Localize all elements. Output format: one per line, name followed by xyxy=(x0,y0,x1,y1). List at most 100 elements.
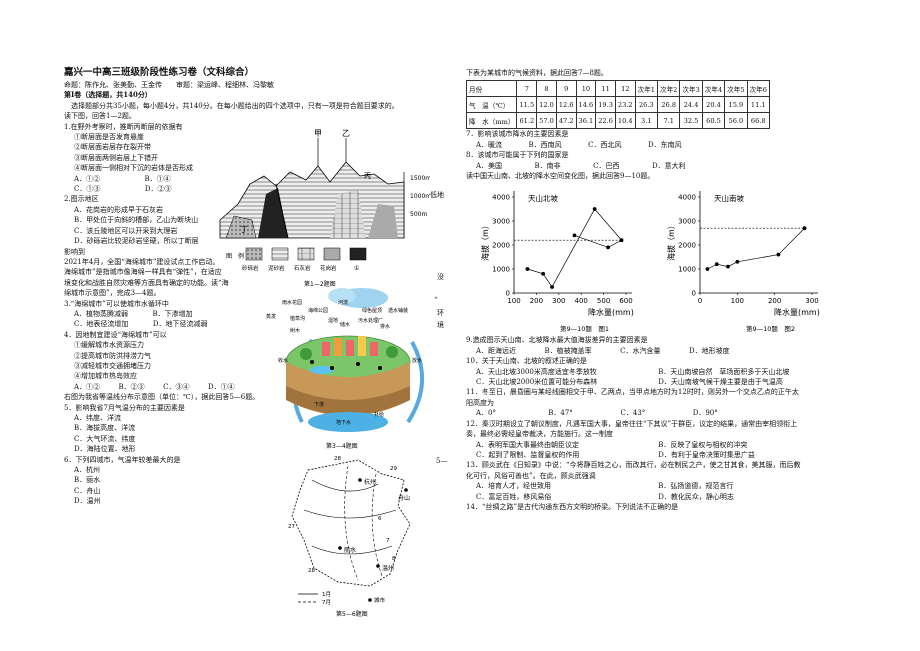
q2-option-c[interactable]: C．该丘陵地区可以开采到大理岩 xyxy=(74,226,178,235)
table-cell: 20.4 xyxy=(701,96,726,114)
q13-option-b[interactable]: B．弘扬道德，规范言行 xyxy=(658,482,734,491)
q8-option-d[interactable]: D．意大利 xyxy=(651,161,686,170)
q4-option-d[interactable]: D．①④ xyxy=(207,382,235,391)
q5-option-a[interactable]: A．纬度、洋流 xyxy=(74,414,122,422)
question-1: 1.在野外考察时，推断丙断层的依据有 xyxy=(64,122,183,131)
q5-option-c[interactable]: C．大气环流、纬度 xyxy=(74,434,136,443)
label-sponge-park: 海绵公园 xyxy=(308,307,328,314)
label-groundwater: 地下水 xyxy=(336,419,351,426)
q12-options-row2: C．起到了限制、监督皇权的作用 D．有利于皇帝决策时集思广益 xyxy=(466,450,856,460)
q10-option-d[interactable]: D．天山南坡气候干燥主要是由于气温高 xyxy=(658,378,783,387)
table-row: 月份 7 8 9 10 11 12 次年1 次年2 次年3 次年4 次年5 次年… xyxy=(465,80,770,98)
q12-option-b[interactable]: B．反映了皇权与相权的冲突 xyxy=(658,440,748,449)
chart-caption: 第9—10题 图2 xyxy=(746,324,795,333)
question-11-line1: 11．冬至日，晨昏圈与某经线圈相交于甲、乙两点，当甲点地方时为12时时，则另外一… xyxy=(466,388,799,397)
q13-option-a[interactable]: A．培育人才，经世致用 xyxy=(476,482,552,491)
q6-option-d[interactable]: D．温州 xyxy=(74,497,101,506)
legend-january: 1月 xyxy=(322,591,331,598)
q7-option-c[interactable]: C．西北风 xyxy=(588,140,622,149)
q2-option-b[interactable]: B．甲处位于向斜的槽部，乙山为断块山 xyxy=(74,216,199,225)
q6-option-b[interactable]: B．丽水 xyxy=(74,476,101,485)
q7-option-d[interactable]: D．东南风 xyxy=(647,140,682,149)
label-1000: 1000m xyxy=(410,193,430,200)
q11-option-d[interactable]: D．90° xyxy=(692,409,718,418)
q1-option-d[interactable]: D．②③ xyxy=(144,185,172,194)
q1-item: ③断层面两侧岩层上下错开 xyxy=(74,153,158,162)
question-14: 14．“丝绸之路”是古代沟通东西方文明的桥梁。下列说法不正确的是 xyxy=(466,502,679,511)
q11-option-a[interactable]: A．0° xyxy=(476,409,497,418)
question-4: 4．因地制宜建设“海绵城市”可以 xyxy=(64,330,167,339)
q4-option-a[interactable]: A．①② xyxy=(74,382,101,391)
chart-title: 天山南坡 xyxy=(714,193,744,203)
data-point xyxy=(714,262,719,267)
q10-option-a[interactable]: A．天山北坡3000米高度适宜冬季放牧 xyxy=(476,367,597,376)
q2-option-a[interactable]: A．花岗岩的形成早于石灰岩 xyxy=(74,205,164,214)
table-header-cell: 次年1 xyxy=(634,80,659,98)
q11-option-b[interactable]: B．47° xyxy=(548,409,573,418)
label-river: 河流 xyxy=(338,299,348,306)
q10-options-row2: C．天山北坡2000米位置可能分布森林 D．天山南坡气候干燥主要是由于气温高 xyxy=(466,377,856,387)
x-tick-label: 200 xyxy=(530,297,543,305)
q9-option-d[interactable]: D．地形坡度 xyxy=(688,346,730,355)
q3-option-a[interactable]: A．植物蒸腾减弱 xyxy=(74,309,129,318)
q13-option-d[interactable]: D．教化民众，静心明志 xyxy=(658,492,734,501)
part1-heading: 第Ⅰ卷（选择题，共140分） xyxy=(64,90,152,100)
table-cell: 10.4 xyxy=(614,112,636,130)
q9-option-b[interactable]: B．植被掩盖率 xyxy=(544,346,592,355)
y-axis-label: 海拔（m） xyxy=(480,222,490,262)
label-evaporation: 蒸发 xyxy=(266,313,276,320)
q7-option-a[interactable]: A．暖流 xyxy=(476,140,503,149)
table-cell: 11.1 xyxy=(746,96,770,114)
q5-option-d[interactable]: D．海陆位置、地形 xyxy=(74,445,136,454)
intro34-huan: 环 xyxy=(437,309,444,317)
q12-option-a[interactable]: A．表明军国大事最终由朝臣议定 xyxy=(476,440,580,449)
series-line xyxy=(707,228,805,270)
q6-option-c[interactable]: C．舟山 xyxy=(74,486,101,495)
q6-option-a[interactable]: A．杭州 xyxy=(74,466,101,475)
q1-option-b[interactable]: B．①④ xyxy=(144,174,171,183)
q3-option-c[interactable]: C．地表径流增加 xyxy=(74,320,129,329)
q2-tail: 影响到 xyxy=(64,247,85,256)
q4-option-c[interactable]: C．③④ xyxy=(163,382,190,391)
q11-option-c[interactable]: C．43° xyxy=(620,409,646,418)
label-sewage-plant: 污水处理厂 xyxy=(358,317,383,324)
q7-options: A．暖流 B．西南风 C．西北风 D．东南风 xyxy=(466,140,856,150)
city-lishui: 丽水 xyxy=(344,546,356,554)
q10-option-c[interactable]: C．天山北坡2000米位置可能分布森林 xyxy=(476,378,598,387)
legend-sandstone: 砂砾岩 xyxy=(242,264,259,272)
instructions: 选择题部分共35小题，每小题4分，共140分。在每小题给出的四个选项中，只有一项… xyxy=(64,101,399,110)
q8-option-c[interactable]: C．巴西 xyxy=(593,161,620,170)
label-jia: 甲 xyxy=(314,129,322,138)
q3-option-d[interactable]: D．地下径流减弱 xyxy=(152,320,208,329)
table-header-cell: 12 xyxy=(614,80,636,98)
q5-option-b[interactable]: B．海拔高度、洋流 xyxy=(74,424,136,433)
label-release: 放水 xyxy=(412,357,422,364)
q3-option-b[interactable]: B．下渗增加 xyxy=(152,309,193,318)
x-tick-label: 600 xyxy=(619,297,632,305)
q9-option-a[interactable]: A．距海远近 xyxy=(476,346,517,355)
chart-caption: 第9—10题 图1 xyxy=(560,324,609,333)
q7-option-b[interactable]: B．西南风 xyxy=(528,140,562,149)
rain-label: 降 水（mm） xyxy=(465,112,518,130)
question-2: 2.图示地区 xyxy=(64,195,99,204)
q2-option-d[interactable]: D．砂砾岩比较泥砂岩坚硬，所以丁断层 xyxy=(74,237,199,246)
isotherm-label: 6 xyxy=(378,516,382,522)
cross-section-diagram: 甲 乙 1500m 1000m 500m 丁 丙 图 例 砂砾岩 泥砂岩 石灰岩 xyxy=(219,129,431,288)
table-header-cell: 10 xyxy=(575,80,597,98)
q8-option-b[interactable]: B．南非 xyxy=(534,161,561,170)
q12-option-d[interactable]: D．有利于皇帝决策时集思广益 xyxy=(658,450,755,459)
q10-option-b[interactable]: B．天山南坡自然 草场面积多于天山北坡 xyxy=(658,367,790,376)
q4-option-b[interactable]: B．②③ xyxy=(118,382,145,391)
data-point xyxy=(726,265,730,269)
q13-option-c[interactable]: C．富足百姓，移风易俗 xyxy=(476,492,552,501)
q1-option-c[interactable]: C．①③ xyxy=(74,185,101,194)
table-cell: 60.5 xyxy=(701,112,726,130)
q12-option-c[interactable]: C．起到了限制、监督皇权的作用 xyxy=(476,450,580,459)
q9-option-c[interactable]: C．水汽含量 xyxy=(620,346,661,355)
data-point xyxy=(525,267,530,272)
table-cell: 23.2 xyxy=(614,96,636,114)
q4-item: ④增加城市热岛效应 xyxy=(74,372,137,381)
q8-option-a[interactable]: A．美国 xyxy=(476,161,503,170)
q1-option-a[interactable]: A．①② xyxy=(74,174,101,183)
